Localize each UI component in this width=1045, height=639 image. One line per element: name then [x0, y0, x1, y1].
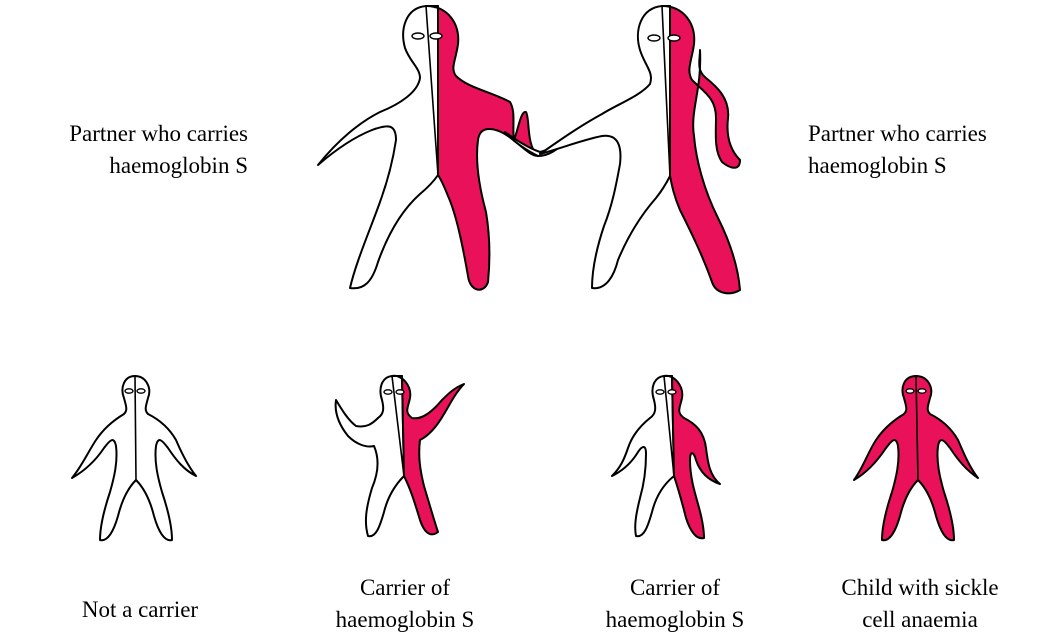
right-parent-eye-1 [648, 35, 660, 41]
child-2-label-line-1: Carrier of [285, 572, 525, 604]
child-4-label: Child with sickle cell anaemia [800, 572, 1040, 636]
child-4-eye-2 [918, 389, 926, 393]
child-1-figure [72, 376, 196, 540]
child-1-label: Not a carrier [20, 594, 260, 626]
child-3-figure [612, 376, 720, 538]
child-4-figure [854, 376, 978, 540]
child-2-label-line-2: haemoglobin S [285, 604, 525, 636]
child-3-eye-1 [656, 390, 664, 394]
left-parent-eye-2 [430, 33, 442, 39]
child-3-eye-2 [668, 390, 676, 394]
child-1-label-line-1: Not a carrier [20, 594, 260, 626]
children-figures [0, 370, 1045, 540]
child-3-label-line-2: haemoglobin S [555, 604, 795, 636]
child-3-label-line-1: Carrier of [555, 572, 795, 604]
right-parent-hbs-half [662, 6, 740, 293]
child-4-label-line-2: cell anaemia [800, 604, 1040, 636]
child-2-figure [336, 376, 464, 536]
child-1-normal-body [72, 376, 196, 540]
right-parent-eye-2 [668, 35, 680, 41]
child-4-eye-1 [906, 389, 914, 393]
child-2-hbs-half [392, 376, 464, 535]
child-2-eye-2 [396, 390, 404, 394]
child-3-label: Carrier of haemoglobin S [555, 572, 795, 636]
child-2-normal-half [336, 376, 404, 536]
right-parent-normal-half [540, 6, 670, 288]
child-1-split-line [135, 376, 136, 480]
child-1-eye-2 [137, 389, 145, 393]
left-parent-normal-half [318, 6, 438, 288]
left-parent-hbs-half [426, 6, 538, 290]
child-1-eye-1 [125, 389, 133, 393]
left-parent-eye-1 [412, 33, 424, 39]
parents-figures [0, 0, 1045, 300]
child-4-label-line-1: Child with sickle [800, 572, 1040, 604]
child-2-label: Carrier of haemoglobin S [285, 572, 525, 636]
child-2-eye-1 [384, 390, 392, 394]
child-3-normal-half [612, 376, 674, 536]
